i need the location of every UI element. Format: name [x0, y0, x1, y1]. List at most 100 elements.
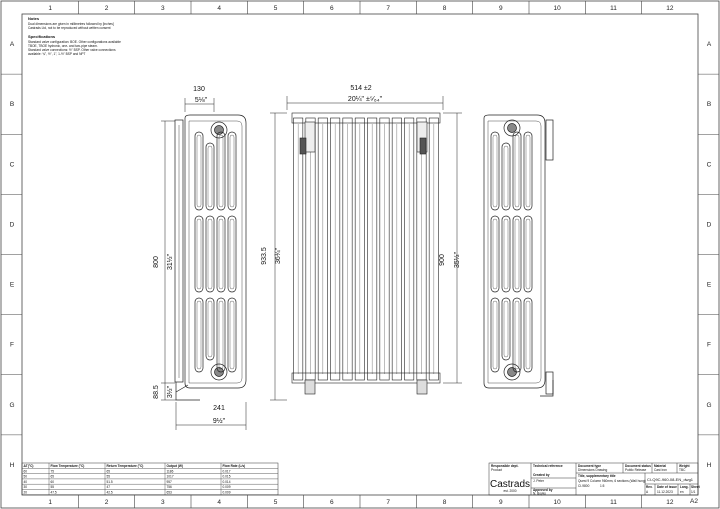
doc-type-label: Document type	[578, 464, 601, 468]
radiator-column-inner	[503, 218, 509, 290]
heat-table-header: Output (W)	[167, 464, 183, 468]
zone-col-label-bottom: 6	[330, 499, 334, 506]
title-block	[488, 462, 699, 496]
heat-table-cell: 756	[167, 485, 173, 489]
heat-table-cell: 75	[51, 469, 55, 473]
radiator-column-inner	[218, 134, 224, 208]
front-view	[291, 112, 441, 395]
dim-overall-height-mm: 933.5	[261, 247, 268, 265]
radiator-column-slot	[523, 131, 533, 211]
heat-table-cell: 20	[24, 491, 28, 495]
radiator-column-inner	[514, 300, 520, 370]
front-section	[342, 117, 353, 381]
zone-col-label-bottom: 4	[217, 499, 221, 506]
rev-value: A	[646, 490, 649, 494]
heat-table-header: Flow Temperature (°C)	[51, 464, 85, 468]
zone-row-label-left: F	[10, 342, 14, 349]
dim-front-width-mm: 514 ±2	[350, 85, 371, 92]
dim-overall-height-in: 36¾"	[275, 247, 282, 264]
zone-col-label-bottom: 3	[161, 499, 165, 506]
front-section	[354, 117, 365, 381]
radiator-column-inner	[492, 134, 498, 208]
zone-col-label-bottom: 9	[499, 499, 503, 506]
zone-col-label-top: 12	[666, 5, 674, 12]
zone-row-label-right: H	[707, 462, 712, 469]
material-label: Material	[654, 464, 666, 468]
heat-table-cell: 957	[167, 480, 173, 484]
radiator-column-slot	[501, 142, 511, 211]
tech-ref-label: Technical reference	[533, 464, 563, 468]
radiator-column-slot	[194, 131, 204, 211]
radiator-column-slot	[523, 215, 533, 293]
heat-table-cell: 47.5	[51, 491, 57, 495]
notes-line-1: Dual dimensions are given in millimetres…	[28, 22, 114, 26]
dim-side-width-in: 5⅛"	[195, 97, 208, 104]
approved-by-label: Approved by	[533, 488, 553, 492]
zone-col-label-top: 10	[554, 5, 562, 12]
radiator-column-inner	[196, 300, 202, 370]
heat-table-cell: 65	[107, 469, 111, 473]
zone-col-label-bottom: 10	[554, 499, 562, 506]
created-by-value: J. Peter	[533, 479, 545, 483]
zone-col-label-bottom: 12	[666, 499, 674, 506]
heat-table-header: Flow Rate (L/s)	[223, 464, 246, 468]
heat-table-cell: 55	[51, 485, 55, 489]
radiator-column-inner	[525, 300, 531, 370]
zone-col-label-bottom: 2	[105, 499, 109, 506]
dim-valve-height-in: 3½"	[166, 385, 174, 398]
radiator-column-inner	[207, 218, 213, 290]
dim-valve-height-mm: 88.5	[153, 385, 160, 399]
zone-row-label-left: H	[10, 462, 15, 469]
part-value: CI-9800	[578, 484, 590, 488]
radiator-column-inner	[514, 134, 520, 208]
doc-number: CI-Q9C-960-08-EN_dwg1	[647, 477, 694, 482]
dim-front-width-in: 20¼" ±⁵⁄₆₄"	[348, 96, 383, 103]
spec-line-2: TBOE, TBOE hydronic, one- and two-pipe s…	[28, 44, 98, 48]
radiator-column-inner	[525, 218, 531, 290]
weight-value: TBC	[679, 468, 686, 472]
heat-table-header: Return Temperature (°C)	[107, 464, 144, 468]
heat-table-cell: 1186	[167, 469, 174, 473]
zone-col-label-bottom: 7	[386, 499, 390, 506]
doc-status-label: Document status	[625, 464, 651, 468]
notes-block: Notes Dual dimensions are given in milli…	[28, 16, 121, 56]
zone-col-label-top: 3	[161, 5, 165, 12]
radiator-column-slot	[216, 297, 226, 373]
sheet-size-label: A2	[690, 498, 698, 505]
heat-table-cell: 42.5	[107, 491, 113, 495]
notes-line-2: Castrads Ltd, not to be reproduced witho…	[28, 26, 111, 30]
zone-row-label-left: D	[10, 221, 15, 228]
zone-row-label-left: E	[10, 282, 15, 289]
zone-col-label-top: 8	[443, 5, 447, 12]
heat-table-cell: 60	[24, 469, 28, 473]
radiator-column-slot	[523, 297, 533, 373]
heat-table-cell: 50	[24, 475, 28, 479]
radiator-column-inner	[196, 218, 202, 290]
front-section	[330, 117, 341, 381]
rev-label: Rev.	[646, 485, 653, 489]
radiator-column-inner	[196, 134, 202, 208]
zone-col-label-top: 7	[386, 5, 390, 12]
spec-line-4: available: ¾", ½", 1", 1-½" BSP and NPT	[28, 52, 85, 56]
dim-side-width-mm: 130	[193, 86, 205, 93]
radiator-column-slot	[501, 215, 511, 293]
radiator-column-slot	[205, 215, 215, 293]
radiator-column-inner	[218, 218, 224, 290]
radiator-column-inner	[229, 134, 235, 208]
zone-col-label-bottom: 11	[610, 499, 617, 506]
heat-table-header: ΔT(°C)	[24, 464, 34, 468]
heat-table-cell: 653	[167, 491, 173, 495]
responsible-dept-label: Responsible dept.	[491, 464, 519, 468]
dim-front-height-mm: 900	[439, 254, 446, 266]
doc-type-value: Dimensions Drawing	[578, 468, 607, 472]
zone-col-label-top: 6	[330, 5, 334, 12]
lang-label: Lang.	[680, 485, 689, 489]
zone-row-label-right: F	[707, 342, 711, 349]
radiator-column-inner	[207, 300, 213, 358]
zone-row-label-right: G	[706, 402, 711, 409]
castrads-logo-sub: est. 2000	[503, 489, 516, 493]
title-block-text: Responsible dept. Product Technical refe…	[490, 464, 701, 496]
radiator-column-slot	[205, 297, 215, 361]
